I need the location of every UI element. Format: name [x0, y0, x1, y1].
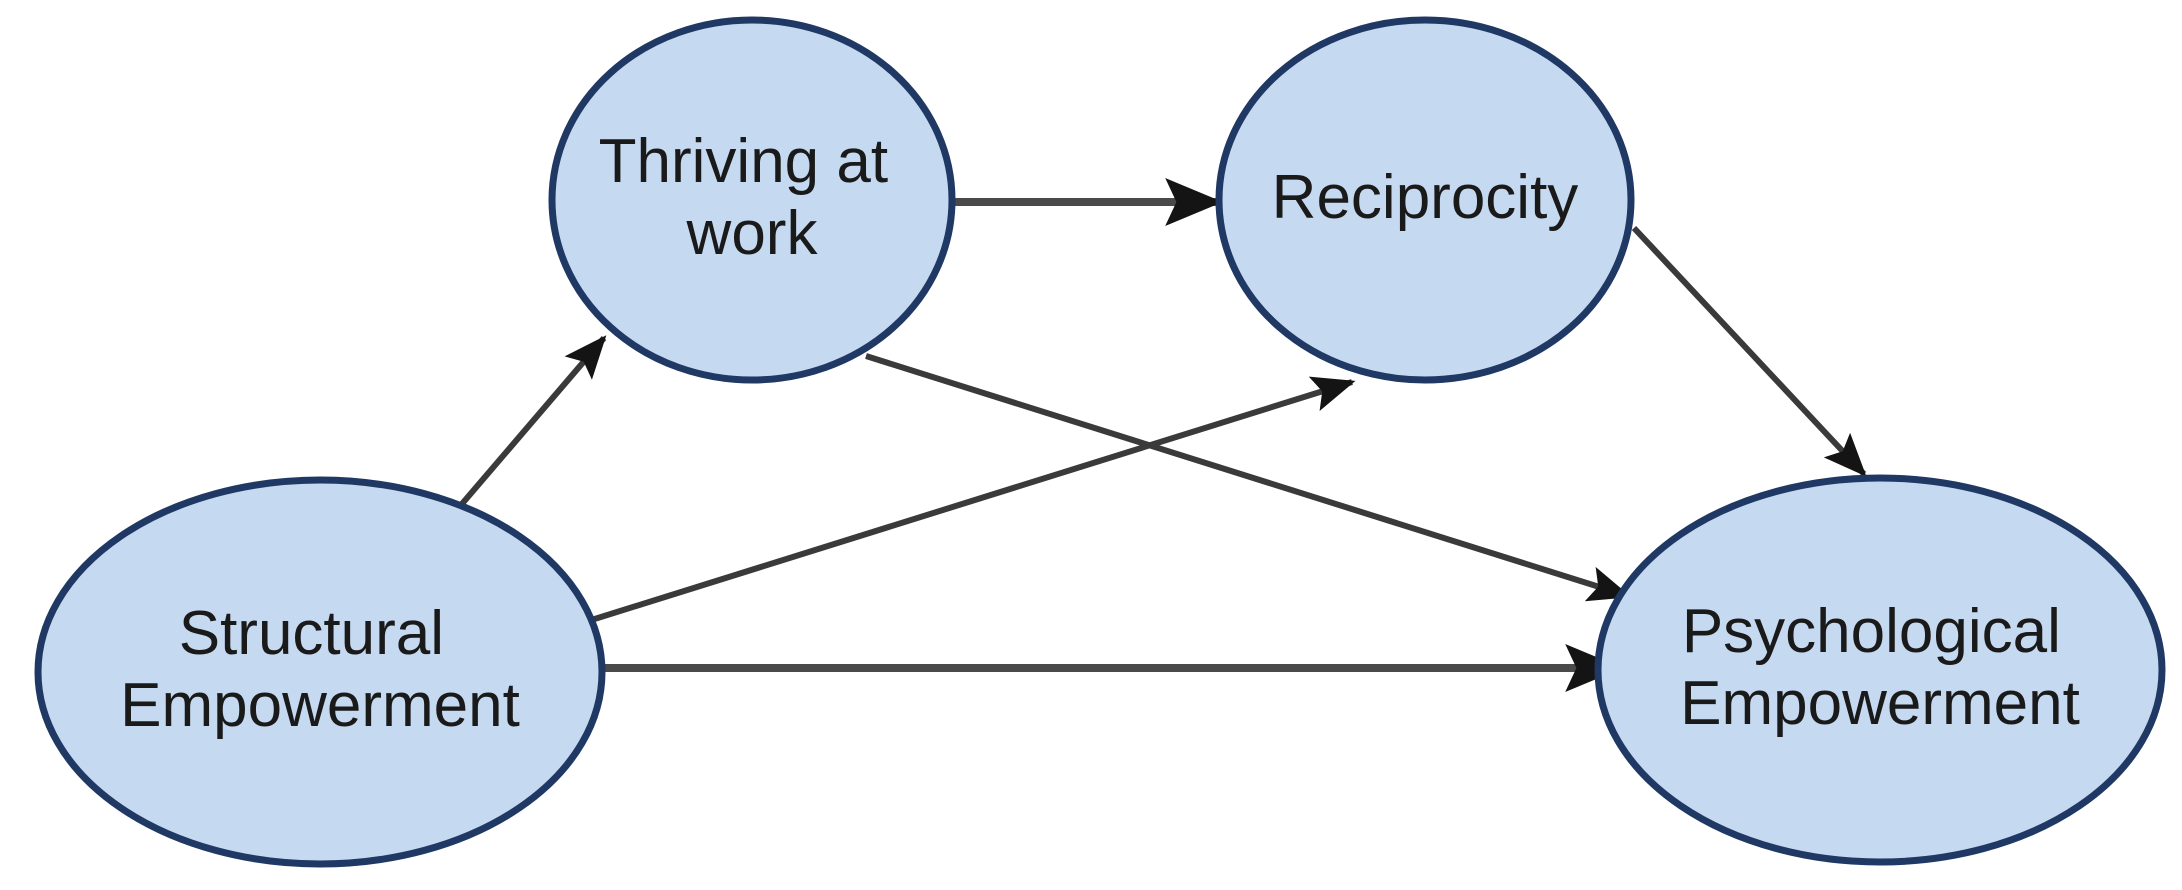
node-thriving-at-work[interactable]: Thriving at work: [548, 16, 956, 384]
node-psychological-label: Psychological Empowerment: [1680, 597, 2080, 738]
node-reciprocity[interactable]: Reciprocity: [1215, 16, 1635, 384]
edge-structural-to-thriving[interactable]: [452, 335, 607, 514]
node-psychological-label-line-1: Psychological: [1682, 597, 2061, 666]
edge-structural-to-reciprocity[interactable]: [584, 376, 1356, 625]
node-structural-label-line-2: Empowerment: [120, 671, 520, 740]
node-thriving-label-line-1: Thriving at: [599, 127, 888, 196]
node-reciprocity-label-line-1: Reciprocity: [1272, 163, 1579, 232]
node-reciprocity-shape[interactable]: [1215, 16, 1635, 384]
node-reciprocity-label: Reciprocity: [1272, 163, 1579, 232]
edge-layer: [452, 178, 1867, 692]
node-thriving-label: Thriving at work: [599, 127, 906, 268]
edge-reciprocity-to-psychological[interactable]: [1631, 225, 1867, 477]
node-psychological-shape[interactable]: [1594, 474, 2166, 866]
node-structural-label: Structural Empowerment: [120, 599, 520, 740]
edge-thriving-to-psychological[interactable]: [865, 353, 1632, 602]
node-thriving-label-line-2: work: [686, 199, 819, 268]
node-structural-empowerment[interactable]: Structural Empowerment: [34, 476, 606, 868]
node-thriving-shape[interactable]: [548, 16, 956, 384]
node-structural-shape[interactable]: [34, 476, 606, 868]
node-structural-label-line-1: Structural: [179, 599, 444, 668]
node-psychological-empowerment[interactable]: Psychological Empowerment: [1594, 474, 2166, 866]
node-psychological-label-line-2: Empowerment: [1680, 669, 2080, 738]
